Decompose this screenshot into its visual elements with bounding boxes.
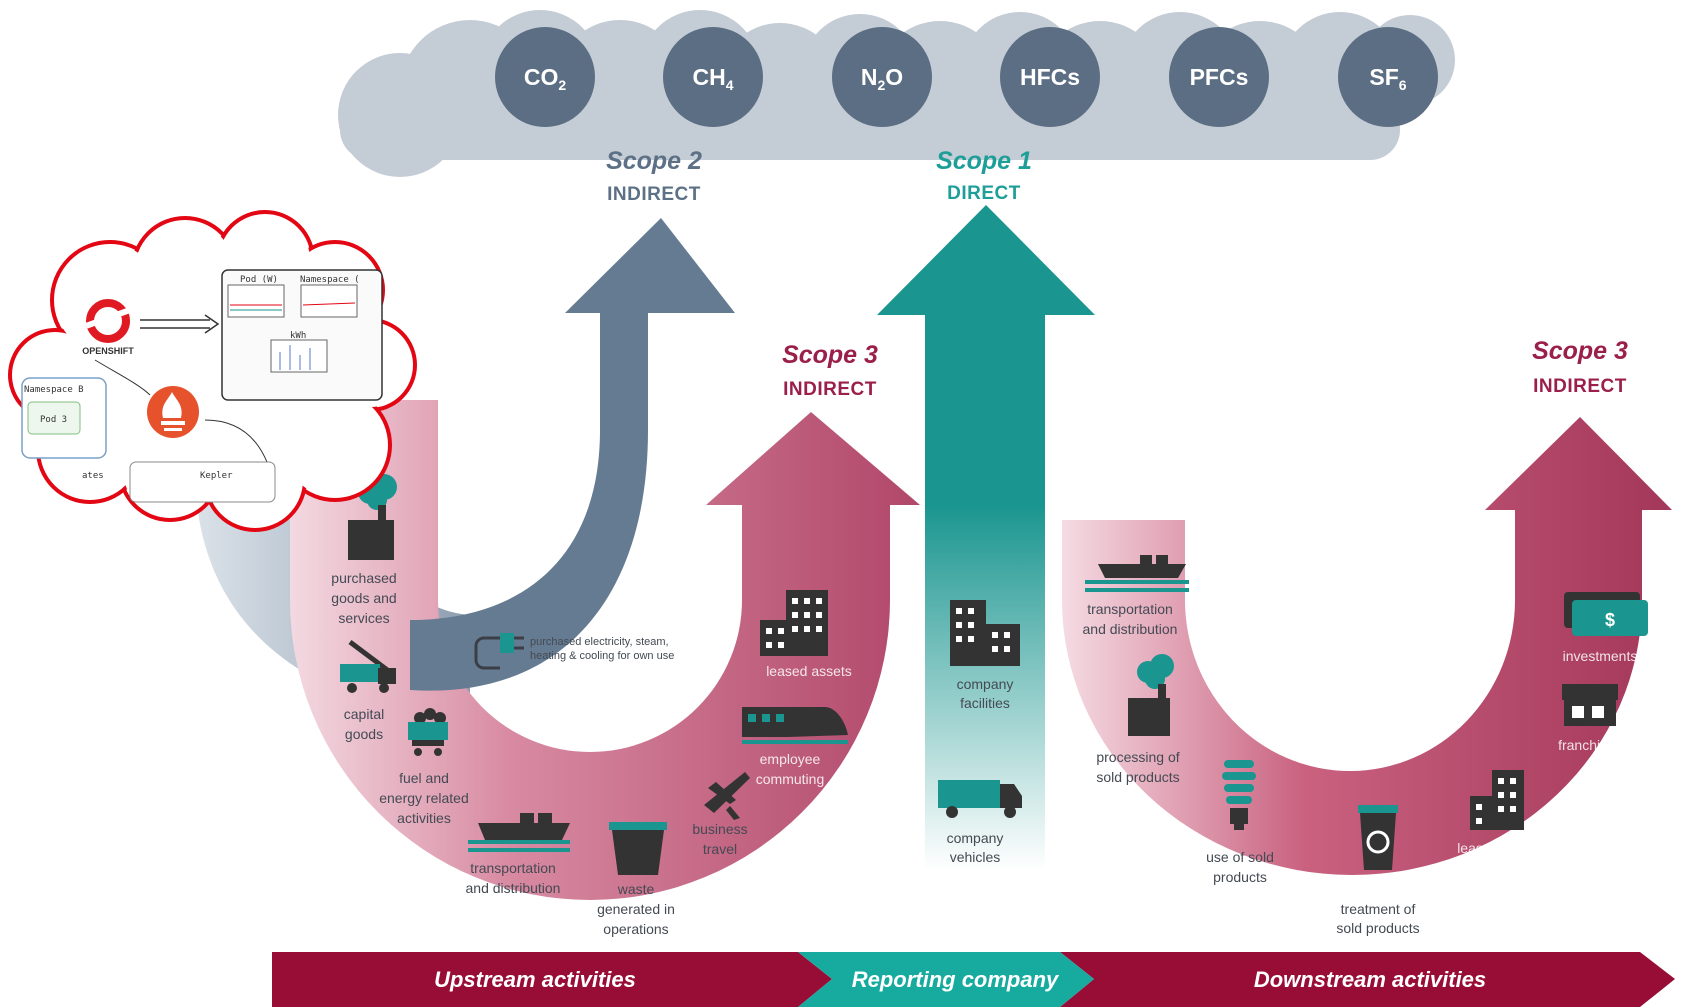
downstream-processing-l1: processing of xyxy=(1096,749,1179,765)
upstream-waste-l2: generated in xyxy=(597,901,675,917)
upstream-commuting-l1: employee xyxy=(760,751,821,767)
gas-circle-co2 xyxy=(495,27,595,127)
downstream-factory-icon xyxy=(1128,654,1174,736)
scope2-item-line1: purchased electricity, steam, xyxy=(530,636,669,648)
downstream-eol-l3: sold products xyxy=(1336,920,1419,936)
upstream-commuting-l2: commuting xyxy=(756,771,824,787)
downstream-leased: leased assets xyxy=(1457,840,1543,856)
sketch-pod3: Pod 3 xyxy=(40,415,67,425)
ship-icon xyxy=(468,813,570,852)
scope1-facilities-l2: facilities xyxy=(960,695,1010,711)
facility-building-icon xyxy=(950,600,1020,666)
sketch-kwh: kWh xyxy=(290,331,306,341)
sketch-overlay: OPENSHIFT Pod (W) Namespace ( kWh Namesp… xyxy=(8,210,417,532)
upstream-purchased-l1: purchased xyxy=(331,570,396,586)
upstream-fuel-l2: energy related xyxy=(379,790,469,806)
downstream-investments: investments xyxy=(1563,648,1638,664)
scope1-facilities-l1: company xyxy=(957,676,1014,692)
airplane-icon xyxy=(704,772,750,820)
upstream-transport-l2: and distribution xyxy=(466,880,561,896)
gas-label-sf6: SF6 xyxy=(1369,64,1406,93)
coal-cart-icon xyxy=(408,708,448,756)
upstream-activities-label: Upstream activities xyxy=(434,967,636,992)
gas-circle-hfcs xyxy=(1000,27,1100,127)
shop-icon xyxy=(1562,684,1618,726)
scope3-upstream-u-arrow xyxy=(290,400,920,900)
downstream-building-icon xyxy=(1470,770,1524,830)
scope3-upstream-title: Scope 3 xyxy=(782,341,878,369)
scope1-vehicles-l1: company xyxy=(947,830,1004,846)
building-icon xyxy=(760,590,828,656)
gas-label-ch4: CH4 xyxy=(692,64,733,93)
reporting-band xyxy=(798,952,1094,1007)
upstream-transport-l1: transportation xyxy=(470,860,556,876)
upstream-waste-l1: waste xyxy=(617,881,655,897)
sketch-namespace-w: Namespace ( xyxy=(300,275,360,285)
downstream-eol-l2: treatment of xyxy=(1341,901,1416,917)
upstream-capital-l2: goods xyxy=(345,726,383,742)
scope1-title: Scope 1 xyxy=(936,147,1032,175)
downstream-processing-l2: sold products xyxy=(1096,769,1179,785)
recycle-bin-icon xyxy=(1358,805,1398,870)
gas-label-pfcs: PFCs xyxy=(1190,64,1249,90)
upstream-band xyxy=(272,952,832,1007)
plug-icon xyxy=(474,633,524,670)
scope1-subtitle: DIRECT xyxy=(947,183,1021,204)
train-icon xyxy=(742,707,848,744)
sketch-pod-w: Pod (W) xyxy=(240,275,278,285)
gas-circle-pfcs xyxy=(1169,27,1269,127)
reporting-company-label: Reporting company xyxy=(852,967,1060,992)
scope3-upstream-subtitle: INDIRECT xyxy=(783,379,877,400)
openshift-logo-icon xyxy=(85,299,131,343)
truck-icon xyxy=(938,780,1022,818)
waste-bin-icon xyxy=(609,822,667,875)
gas-label-co2: CO2 xyxy=(524,64,567,93)
downstream-use-l2: products xyxy=(1213,869,1267,885)
upstream-travel-l1: business xyxy=(692,821,747,837)
scope2-item-line2: heating & cooling for own use xyxy=(530,650,674,662)
scope1-arrow xyxy=(877,205,1095,870)
sketch-kepler: Kepler xyxy=(200,471,233,481)
scope2-subtitle: INDIRECT xyxy=(607,184,701,205)
openshift-label: OPENSHIFT xyxy=(82,346,134,356)
upstream-waste-l3: operations xyxy=(603,921,668,937)
sketch-namespace-b: Namespace B xyxy=(24,385,84,395)
upstream-travel-l2: travel xyxy=(703,841,737,857)
upstream-leased: leased assets xyxy=(766,663,852,679)
gas-circle-sf6 xyxy=(1338,27,1438,127)
gas-circles xyxy=(495,27,1438,127)
downstream-band xyxy=(1060,952,1675,1007)
upstream-purchased-l2: goods and xyxy=(331,590,396,606)
downstream-activities-label: Downstream activities xyxy=(1254,967,1486,992)
upstream-fuel-l3: activities xyxy=(397,810,451,826)
gas-label-hfcs: HFCs xyxy=(1020,64,1080,90)
prometheus-icon xyxy=(147,386,199,438)
scope2-arrow xyxy=(410,218,735,691)
gas-label-n2o: N2O xyxy=(861,64,903,93)
downstream-ship-icon xyxy=(1085,555,1189,592)
money-icon: $ xyxy=(1564,592,1648,636)
crane-truck-icon xyxy=(340,640,396,693)
gas-circle-ch4 xyxy=(663,27,763,127)
gas-circle-n2o xyxy=(832,27,932,127)
downstream-eol-l1: end-of-life xyxy=(1347,882,1409,898)
upstream-fuel-l1: fuel and xyxy=(399,770,449,786)
downstream-transport-l2: and distribution xyxy=(1083,621,1178,637)
scope3-downstream-subtitle: INDIRECT xyxy=(1533,376,1627,397)
downstream-use-l1: use of sold xyxy=(1206,849,1274,865)
scope3-downstream-u-arrow xyxy=(1062,417,1672,875)
downstream-franchises: franchises xyxy=(1558,737,1622,753)
sketch-ates: ates xyxy=(82,471,104,481)
scope2-title: Scope 2 xyxy=(606,147,702,175)
scope3-downstream-title: Scope 3 xyxy=(1532,337,1628,365)
upstream-purchased-l3: services xyxy=(338,610,389,626)
upstream-capital-l1: capital xyxy=(344,706,384,722)
downstream-transport-l1: transportation xyxy=(1087,601,1173,617)
svg-text:$: $ xyxy=(1605,610,1615,630)
scope1-vehicles-l2: vehicles xyxy=(950,849,1001,865)
bulb-icon xyxy=(1222,760,1256,830)
